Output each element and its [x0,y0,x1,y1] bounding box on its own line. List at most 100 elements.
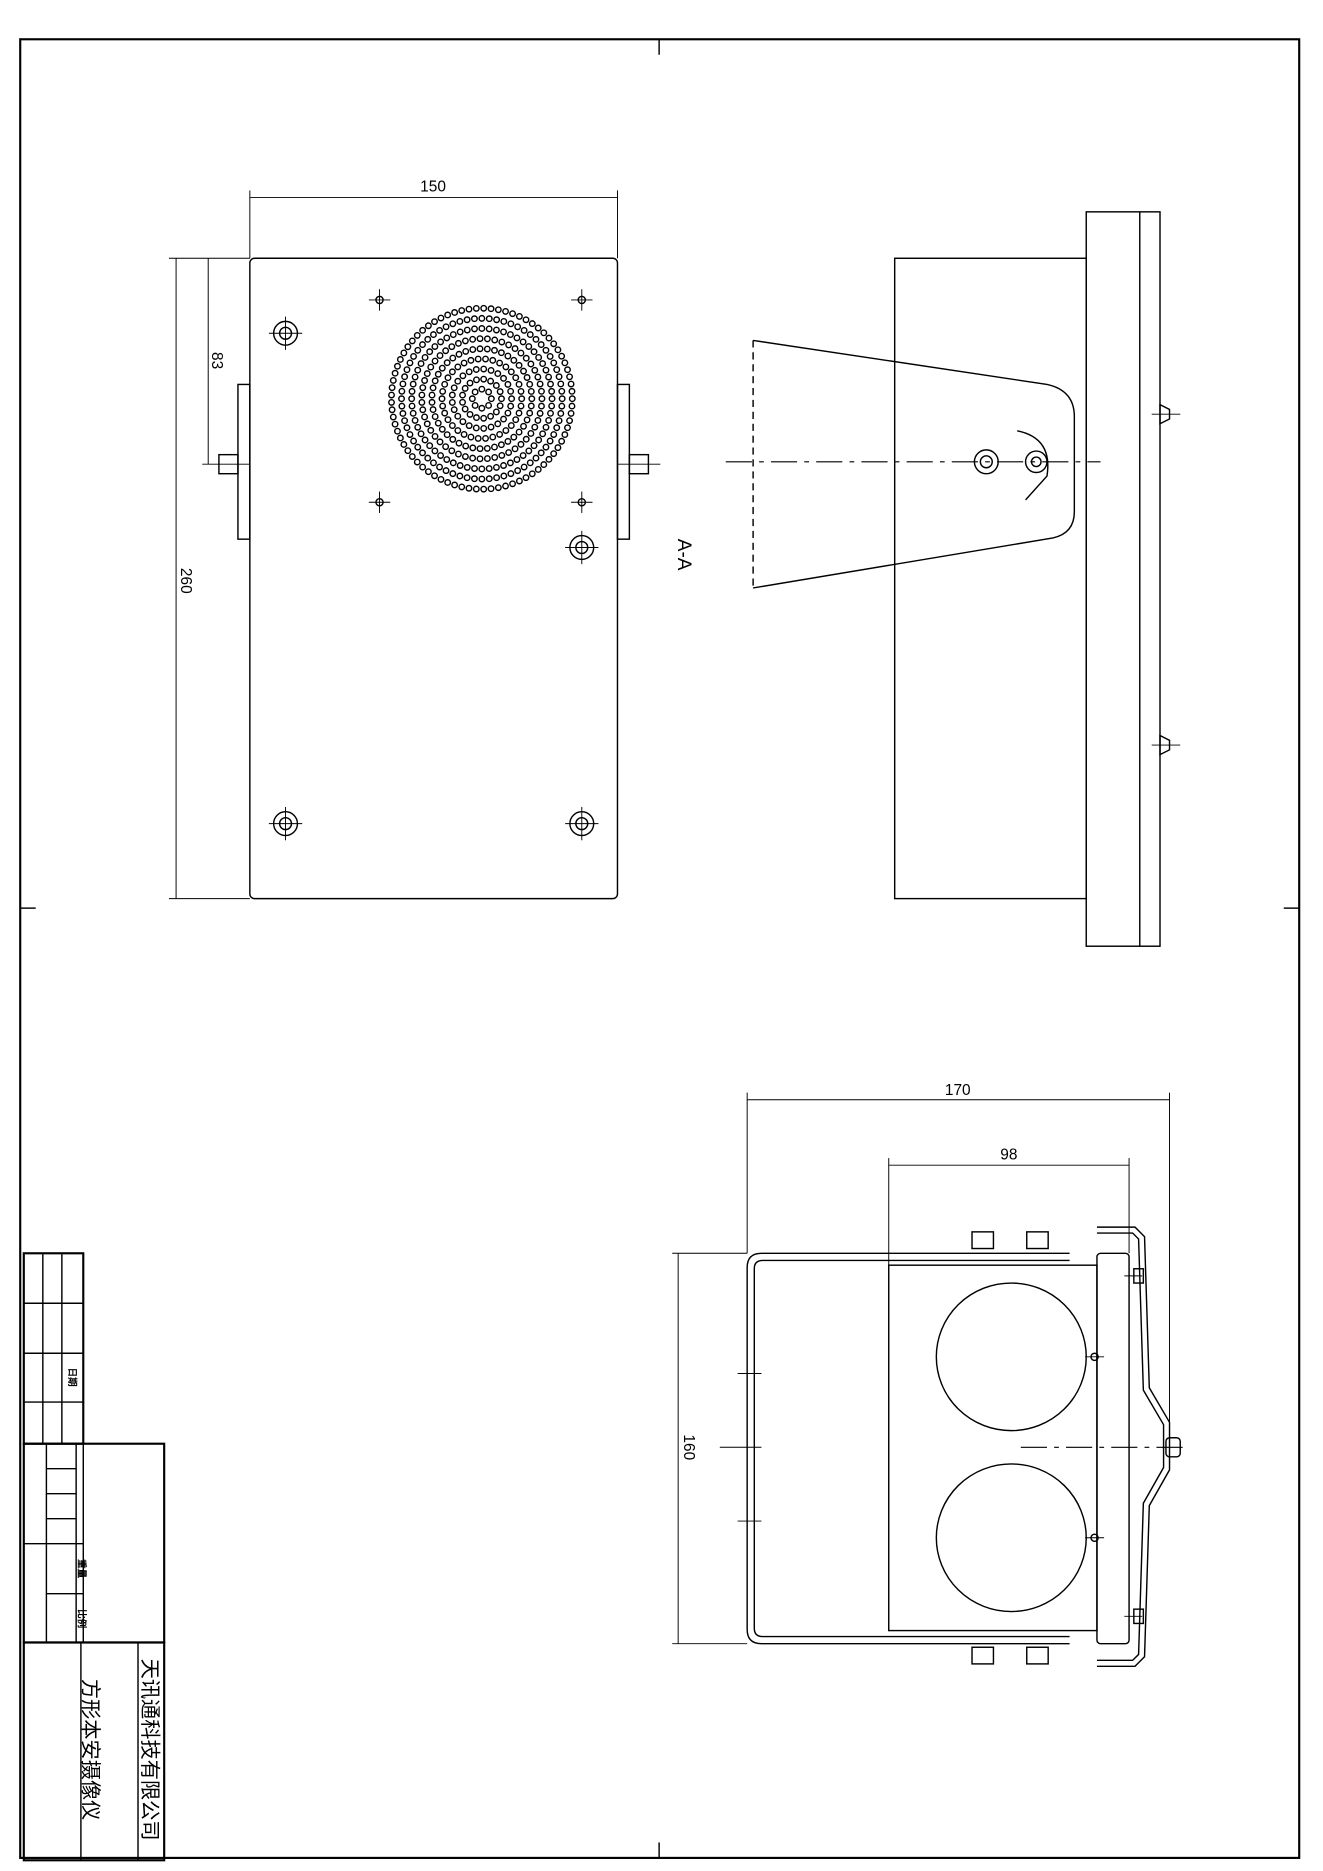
grille-hole [391,420,399,428]
grille-hole [502,427,510,434]
grille-hole [476,335,484,343]
grille-hole [492,463,500,471]
grille-hole [437,338,445,346]
grille-hole [476,445,484,453]
screw-icon [1085,1352,1105,1362]
grille-hole [456,462,464,469]
grille-hole [400,441,408,448]
grille-hole [476,455,484,463]
mounting-hole-icon [268,316,303,350]
grille-hole [461,405,469,413]
product-name: 方形本安摄像仪 [78,1679,102,1821]
grille-hole [461,384,469,392]
grille-hole [436,352,444,360]
grille-hole [539,360,547,368]
grille-hole [428,391,436,399]
company-name: 天讯通科技有限公司 [138,1659,162,1841]
grille-hole [500,328,507,336]
grille-hole [431,357,439,365]
grille-hole [487,305,495,313]
grille-hole [438,425,446,433]
grille-hole [542,346,550,354]
grille-hole [473,414,480,422]
grille-hole [454,363,462,371]
grille-hole [507,368,515,376]
grille-hole [459,372,467,380]
grille-hole [520,422,527,430]
grille-hole [537,449,545,457]
grille-hole [506,459,514,467]
grille-hole [443,456,451,463]
mounting-hole-icon [565,806,599,841]
grille-hole [458,307,466,314]
grille-hole [442,467,450,475]
grille-hole [408,395,416,403]
grille-hole [532,454,540,462]
grille-hole [478,465,486,473]
grille-hole [441,380,449,388]
grille-hole [489,433,497,441]
grille-hole [401,417,409,425]
grille-hole [414,443,422,451]
grille-hole [419,406,427,414]
grille-hole [454,450,462,458]
grille-hole [418,398,426,406]
grille-hole [514,323,522,331]
grille-hole [399,380,407,388]
grille-hole [478,404,486,412]
grille-hole [471,388,479,396]
grille-hole [408,453,416,460]
grille-hole [430,331,437,339]
grille-hole [465,422,473,430]
grille-hole [470,315,478,323]
grille-hole [391,369,399,377]
grille-hole [427,426,435,434]
grille-hole [450,384,458,392]
grille-hole [566,373,574,381]
grille-hole [409,380,417,388]
grille-hole [517,349,525,357]
grille-hole [424,335,432,343]
grille-hole [455,350,463,358]
grille-hole [466,410,474,418]
grille-hole [448,422,456,430]
grille-hole [554,346,562,354]
grille-hole [413,458,421,466]
grille-hole [547,409,554,417]
grille-hole [500,374,507,382]
grille-hole [526,331,534,339]
grille-hole [509,480,517,488]
grille-hole [471,465,478,473]
grille-hole [553,424,561,432]
grille-hole [482,355,489,363]
grille-hole [548,387,556,395]
grille-hole [525,343,533,350]
grille-hole [472,485,480,493]
bolt-icon [1124,1268,1145,1284]
grille-hole [468,395,476,403]
grille-hole [491,453,499,461]
grille-hole [394,362,401,370]
grille-hole [550,340,558,348]
grille-hole [483,444,491,452]
grille-hole [546,352,554,360]
grille-hole [558,395,566,403]
grille-hole [514,467,522,475]
grille-hole [520,463,528,471]
grille-hole [434,419,442,427]
dim-83: 83 [208,352,225,369]
grille-hole [485,388,493,396]
grille-hole [504,437,512,445]
grille-hole [491,443,498,451]
grille-hole [389,413,397,421]
grille-hole [424,322,432,330]
grille-hole [403,424,411,432]
grille-hole [522,354,530,362]
grille-hole [502,482,509,490]
grille-hole [414,366,422,374]
grille-hole [458,483,466,491]
grille-hole [404,343,412,351]
grille-hole [398,402,406,410]
grille-hole [421,353,429,361]
